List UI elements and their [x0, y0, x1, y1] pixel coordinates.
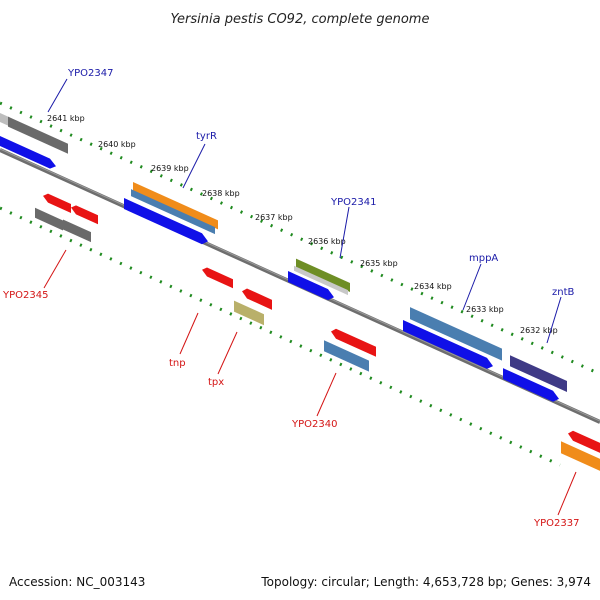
- forward-gene-label[interactable]: mppA: [469, 253, 498, 264]
- feature-blue-arrow: [403, 319, 487, 369]
- feature-indigo: [510, 355, 567, 393]
- kbp-label: 2641 kbp: [47, 114, 85, 123]
- feature-blue-arrow: [124, 197, 202, 245]
- feature-gray: [63, 219, 91, 243]
- feature-olive: [296, 258, 350, 293]
- feature-orange: [561, 441, 600, 474]
- kbp-label: 2636 kbp: [308, 237, 346, 246]
- label-leader: [47, 78, 68, 113]
- feature-gray: [0, 113, 10, 127]
- feature-red-arrow: [247, 288, 272, 310]
- forward-gene-label[interactable]: zntB: [552, 287, 575, 298]
- forward-gene-label[interactable]: YPO2347: [67, 68, 113, 79]
- reverse-gene-label[interactable]: tpx: [208, 377, 224, 388]
- kbp-label: 2637 kbp: [255, 213, 293, 222]
- forward-gene-label[interactable]: tyrR: [196, 131, 217, 142]
- feature-blue-arrow: [288, 271, 328, 301]
- reverse-gene-label[interactable]: tnp: [169, 358, 186, 369]
- feature-red-arrow: [76, 205, 98, 225]
- accession-text: Accession: NC_003143: [9, 575, 145, 589]
- feature-blue-arrow-head: [553, 390, 559, 402]
- feature-red-arrow-head: [71, 205, 76, 215]
- label-leader: [43, 249, 67, 289]
- label-leader: [546, 296, 562, 344]
- label-leader: [182, 143, 206, 189]
- label-leader: [179, 312, 199, 355]
- feature-blue-arrow-head: [50, 158, 56, 169]
- genome-summary-text: Topology: circular; Length: 4,653,728 bp…: [260, 575, 591, 589]
- kbp-label: 2633 kbp: [466, 305, 504, 314]
- feature-steelblue: [324, 340, 369, 372]
- feature-red-arrow-head: [43, 193, 48, 203]
- feature-gray: [8, 116, 68, 154]
- reverse-gene-label[interactable]: YPO2337: [533, 518, 579, 529]
- reverse-ruler: [0, 206, 561, 467]
- feature-blue-arrow-head: [487, 357, 493, 369]
- feature-red-arrow: [48, 193, 71, 214]
- feature-gray: [35, 207, 63, 231]
- feature-lightgray: [294, 265, 348, 296]
- feature-khaki: [234, 300, 264, 326]
- feature-steelblue: [410, 307, 502, 361]
- feature-steelblue: [131, 189, 215, 235]
- reverse-features: [35, 193, 600, 474]
- kbp-label: 2635 kbp: [360, 259, 398, 268]
- feature-blue-arrow: [0, 136, 50, 169]
- forward-gene-label[interactable]: YPO2341: [330, 197, 376, 208]
- map-title: Yersinia pestis CO92, complete genome: [171, 12, 430, 27]
- feature-red-arrow: [336, 328, 376, 357]
- feature-red-arrow-head: [242, 288, 247, 299]
- reverse-gene-label[interactable]: YPO2345: [2, 290, 48, 301]
- kbp-label: 2639 kbp: [151, 164, 189, 173]
- label-leader: [217, 331, 238, 375]
- feature-orange: [133, 182, 218, 230]
- feature-red-arrow-head: [331, 328, 336, 339]
- label-leader: [557, 471, 577, 516]
- kbp-label: 2632 kbp: [520, 326, 558, 335]
- reverse-gene-label[interactable]: YPO2340: [291, 419, 337, 430]
- label-leader: [339, 206, 350, 259]
- feature-red-arrow-head: [568, 430, 573, 441]
- label-leader: [462, 263, 482, 311]
- feature-blue-arrow-head: [328, 289, 334, 301]
- forward-features: [0, 113, 567, 402]
- kbp-label: 2638 kbp: [202, 189, 240, 198]
- feature-red-arrow-head: [202, 267, 207, 277]
- feature-blue-arrow: [503, 368, 553, 402]
- kbp-label: 2640 kbp: [98, 140, 136, 149]
- kbp-label: 2634 kbp: [414, 282, 452, 291]
- feature-red-arrow: [573, 430, 600, 455]
- label-leader: [316, 372, 337, 417]
- feature-blue-arrow-head: [202, 233, 208, 245]
- feature-red-arrow: [207, 267, 233, 289]
